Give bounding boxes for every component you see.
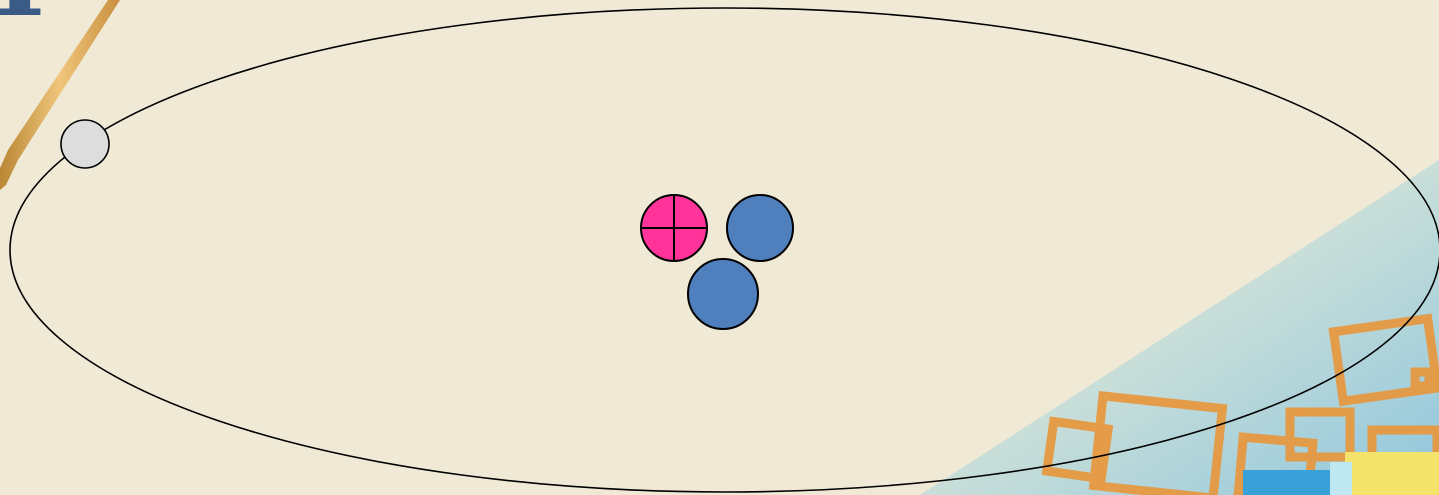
decor-square-blue: [1243, 470, 1331, 495]
electron: [61, 120, 109, 168]
corner-decoration: [920, 160, 1439, 495]
neutron: [688, 259, 758, 329]
nucleus: [641, 195, 793, 329]
proton: [641, 195, 707, 261]
neutron: [727, 195, 793, 261]
decor-square-light: [1330, 462, 1352, 495]
decor-square-yellow: [1345, 452, 1439, 495]
